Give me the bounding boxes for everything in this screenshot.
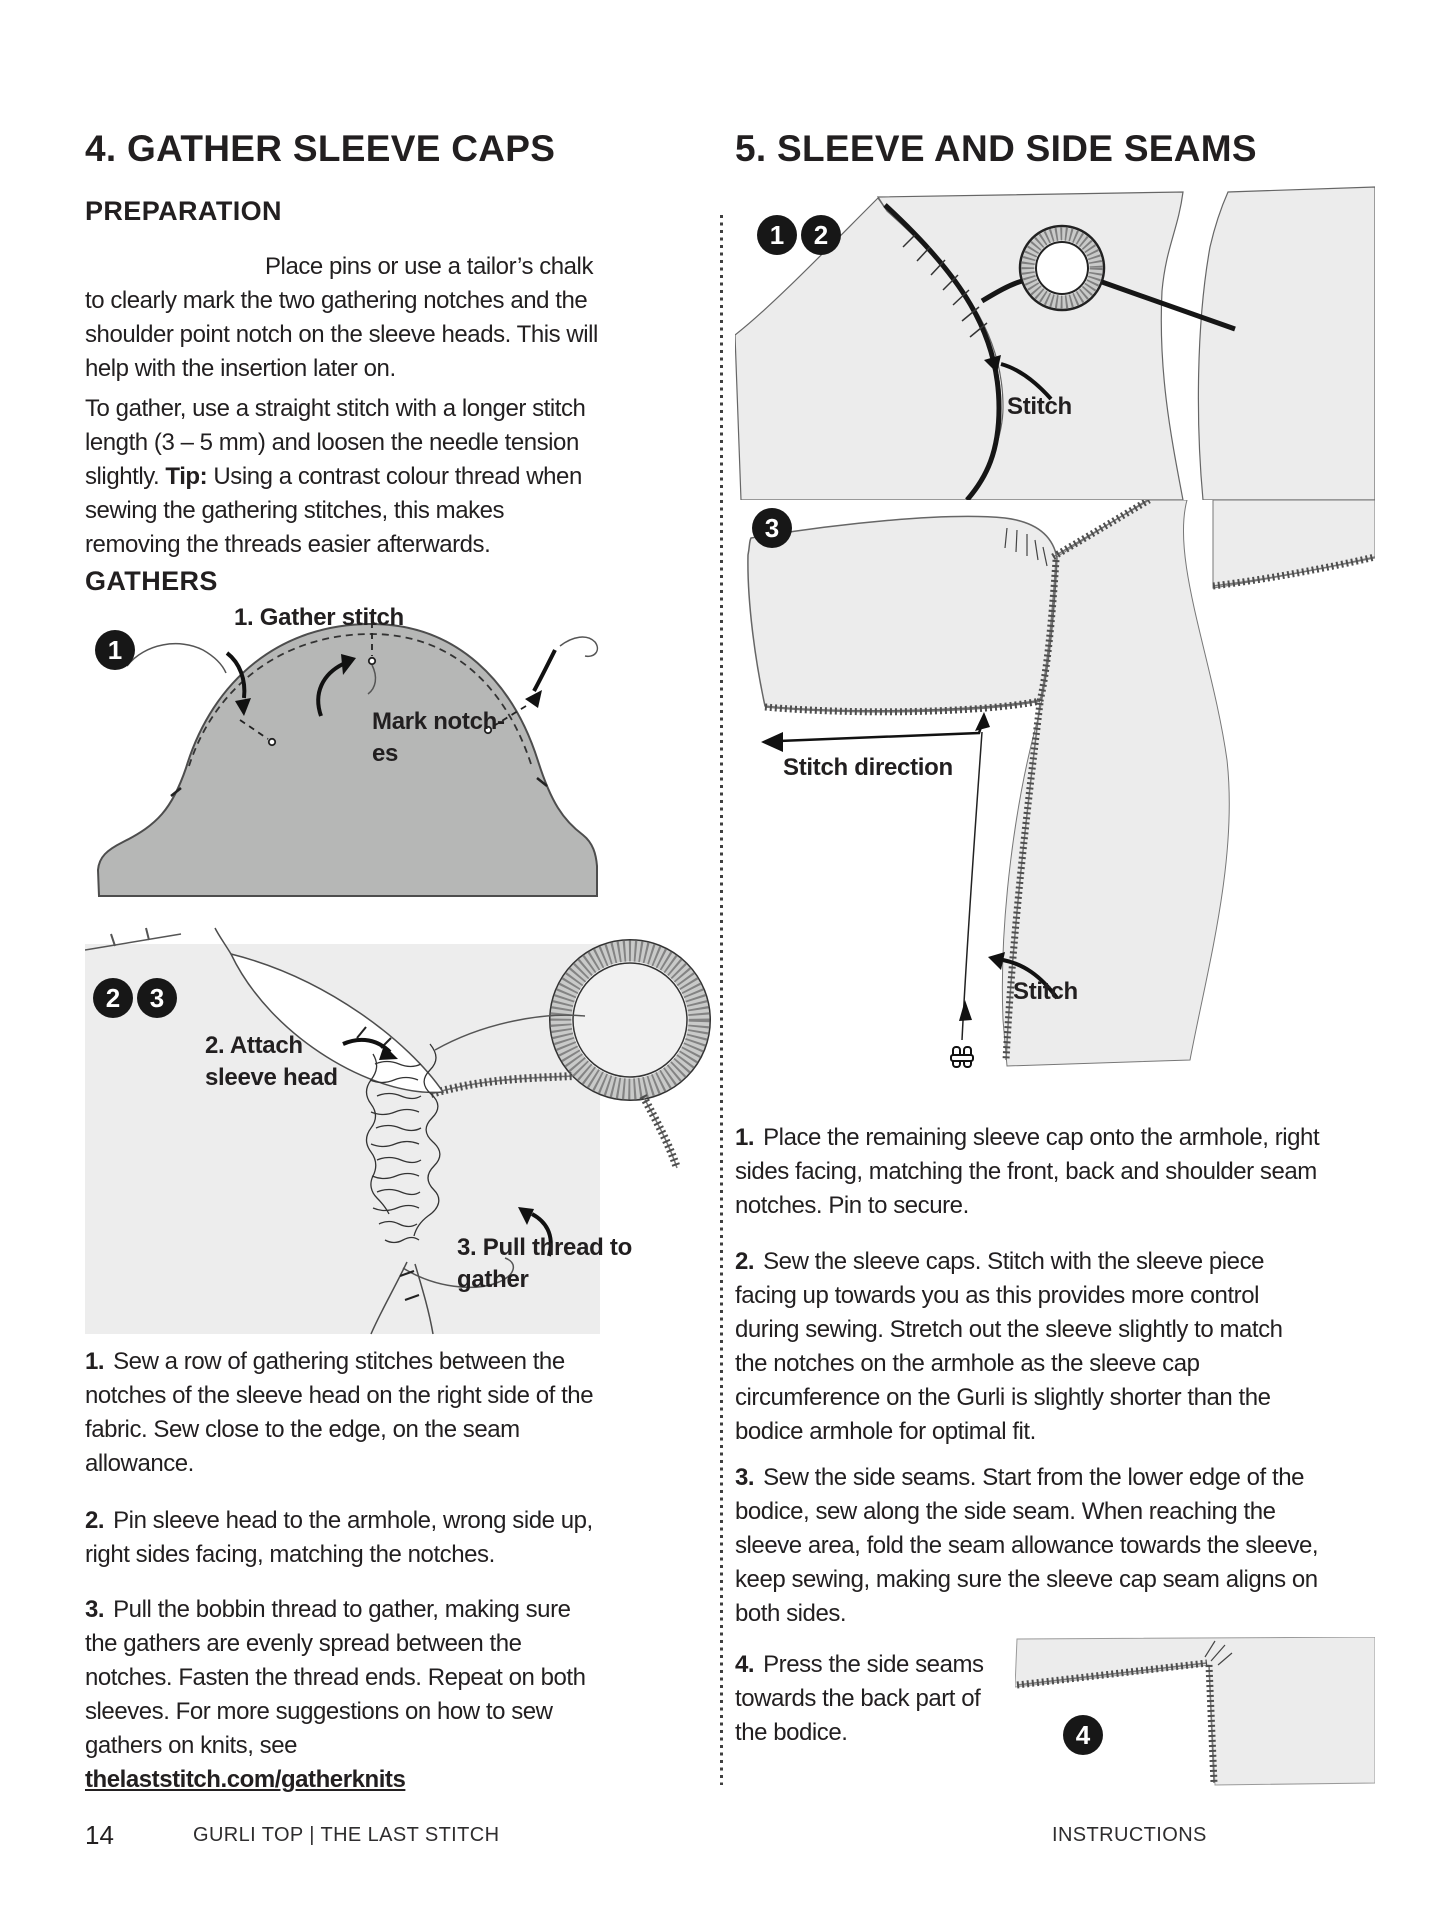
step-badge-4: 4	[1063, 1715, 1103, 1755]
gather-stitch-caption: 1. Gather stitch	[234, 604, 404, 631]
sleeve-cap-seam	[883, 203, 1002, 500]
pull-thread-label: 3. Pull thread to gather	[457, 1234, 632, 1293]
gather-wrinkles	[902, 234, 988, 338]
step-text: Pin sleeve head to the armhole, wrong si…	[85, 1507, 593, 1568]
pin-marks	[239, 622, 527, 747]
section-4-heading: 4. GATHER SLEEVE CAPS	[85, 128, 556, 169]
stitch-direction-arrow	[778, 723, 984, 743]
footer-section-label: INSTRUCTIONS	[1052, 1824, 1207, 1846]
neckband-ring	[1018, 224, 1106, 312]
step-number: 3.	[85, 1596, 105, 1623]
seam-step-2: 2.Sew the sleeve caps. Stitch with the s…	[735, 1245, 1320, 1449]
side-seam-diagram: 3 Stitch direction Stitch	[735, 500, 1375, 1108]
seam-step-3: 3.Sew the side seams. Start from the low…	[735, 1461, 1320, 1631]
serged-seams	[429, 1072, 681, 1170]
stitch-guide-line	[961, 731, 983, 1041]
para-2-post: Using a contrast colour thread when sewi…	[85, 463, 582, 558]
up-arrow-head	[959, 1000, 972, 1021]
arrow-icons	[225, 649, 557, 717]
step-badge-3: 3	[752, 508, 792, 548]
press-seam-illustration	[1015, 1637, 1375, 1786]
bodice-corner-shape	[1015, 1637, 1375, 1786]
gather-stitch-line	[188, 633, 532, 767]
preparation-heading: PREPARATION	[85, 196, 282, 226]
sew-sleeve-caps-illustration	[735, 186, 1375, 500]
stitch-label: Stitch	[1013, 978, 1078, 1005]
neckband-ring	[549, 939, 711, 1101]
step-text: Sew the sleeve caps. Stitch with the sle…	[735, 1248, 1283, 1445]
gather-step-2: 2.Pin sleeve head to the armhole, wrong …	[85, 1504, 600, 1572]
seam-step-4: 4.Press the side seams towards the back …	[735, 1648, 1003, 1750]
presser-foot-icon	[950, 1046, 974, 1068]
gather-stitch-diagram: 1 1. Gather stitch Mark notch- es	[85, 598, 600, 898]
step-badge-1: 1	[95, 630, 135, 670]
para-2-pre: To gather, use a straight stitch with a …	[85, 395, 586, 490]
press-seam-diagram: 4	[1015, 1637, 1375, 1787]
serged-seams	[764, 500, 1375, 1061]
column-divider	[720, 215, 723, 1785]
thread-lines	[402, 1014, 586, 1289]
footer-doc-title: GURLI TOP | THE LAST STITCH	[193, 1824, 500, 1846]
stitch-direction-label: Stitch direction	[783, 754, 953, 781]
thread-lines	[126, 636, 599, 695]
step-number: 4.	[735, 1651, 755, 1678]
side-seam-illustration	[747, 500, 1375, 1068]
second-sleeve-shape	[1197, 186, 1375, 500]
stitch-arrow-head	[988, 952, 1005, 970]
preparation-para-2: To gather, use a straight stitch with a …	[85, 392, 600, 562]
step-badge-1: 1	[757, 215, 797, 255]
stitch-arrow-head	[984, 355, 1001, 373]
step-number: 2.	[735, 1248, 755, 1275]
gathered-ruffle	[365, 1043, 441, 1244]
serged-seams	[1016, 1659, 1218, 1784]
gatherknits-link[interactable]: thelaststitch.com/gatherknits	[85, 1766, 406, 1793]
step-text: Place the remaining sleeve cap onto the …	[735, 1124, 1320, 1219]
step-badge-3: 3	[137, 978, 177, 1018]
step-number: 1.	[735, 1124, 755, 1151]
attach-sleeve-diagram: 2 3 2. Attach sleeve head 3. Pull thread…	[85, 926, 721, 1338]
step-text: Sew a row of gathering stitches between …	[85, 1348, 594, 1477]
step-text: Sew the side seams. Start from the lower…	[735, 1464, 1319, 1627]
preparation-para-1: Place pins or use a tailor’s chalk to cl…	[85, 253, 598, 382]
sleeve-shape	[747, 515, 1058, 712]
sew-sleeve-caps-diagram: 1 2 Stitch	[735, 185, 1375, 500]
gather-wrinkles	[1004, 527, 1048, 567]
stitch-label: Stitch	[1007, 393, 1072, 420]
stitch-arrow	[1002, 958, 1059, 1000]
step-number: 3.	[735, 1464, 755, 1491]
step-number: 2.	[85, 1507, 105, 1534]
attach-sleeve-label: 2. Attach sleeve head	[205, 1032, 338, 1091]
tip-label: Tip:	[165, 463, 208, 490]
seam-step-1: 1.Place the remaining sleeve cap onto th…	[735, 1121, 1320, 1223]
step-badge-2: 2	[93, 978, 133, 1018]
sleeve-cap-illustration	[96, 622, 599, 897]
corner-wrinkles	[1204, 1640, 1233, 1666]
step-text: Pull the bobbin thread to gather, making…	[85, 1596, 586, 1759]
mark-notches-label: Mark notch- es	[372, 708, 505, 767]
gather-step-3: 3.Pull the bobbin thread to gather, maki…	[85, 1593, 600, 1797]
gather-step-1: 1.Sew a row of gathering stitches betwee…	[85, 1345, 600, 1481]
shoulder-seams	[980, 278, 1236, 332]
sleeve-cap-shape	[96, 622, 598, 897]
step-badge-2: 2	[801, 215, 841, 255]
gathers-heading: GATHERS	[85, 566, 218, 596]
stitch-direction-arrow-head	[761, 732, 783, 752]
page-number: 14	[85, 1820, 114, 1850]
arrow-heads	[379, 1045, 534, 1225]
section-5-heading: 5. SLEEVE AND SIDE SEAMS	[735, 128, 1257, 169]
step-number: 1.	[85, 1348, 105, 1375]
step-text: Press the side seams towards the back pa…	[735, 1651, 984, 1746]
stitch-arrow	[1000, 362, 1053, 401]
arrow-heads	[235, 654, 542, 716]
seam-corner-arrow-head	[975, 712, 990, 731]
notch-ticks	[170, 777, 548, 797]
